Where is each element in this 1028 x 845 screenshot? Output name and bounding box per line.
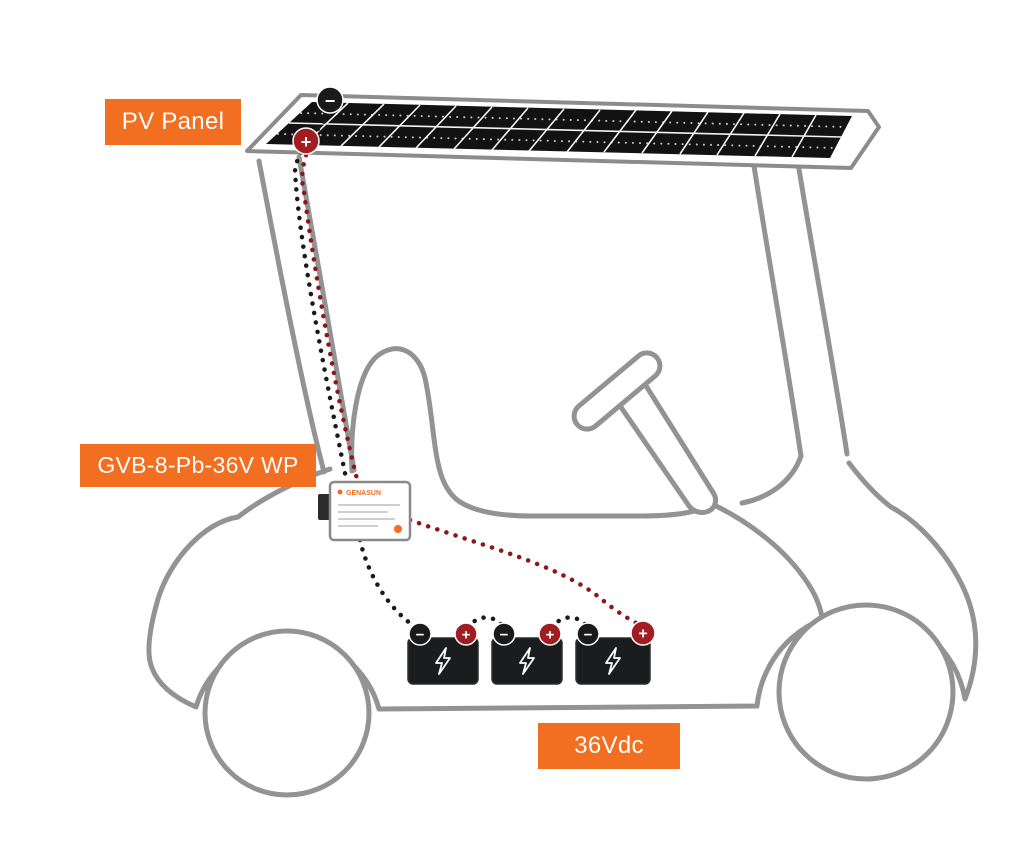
front-wheel [202, 628, 372, 798]
pv-panel-label: PV Panel [105, 99, 241, 145]
battery-minus-terminal [492, 622, 516, 646]
minus-symbol: − [416, 627, 425, 644]
battery-minus-terminal [408, 622, 432, 646]
battery-plus-terminal [538, 622, 562, 646]
negative-wire-battery [357, 537, 417, 629]
controller-logo-dot [337, 489, 343, 495]
battery-voltage-label-text: 36Vdc [574, 732, 644, 759]
minus-symbol: − [500, 627, 509, 644]
controller-brand-text: GENASUN [346, 490, 381, 497]
steering-column [571, 350, 719, 515]
battery-2: − + [491, 622, 563, 685]
plus-symbol: + [638, 626, 647, 643]
battery-minus-terminal [576, 622, 600, 646]
panel-plus-terminal: + [292, 127, 320, 155]
battery-voltage-label: 36Vdc [538, 723, 680, 769]
battery-3: − + [575, 620, 656, 685]
controller-led [394, 525, 402, 533]
pv-cell-grid [288, 102, 842, 158]
plus-symbol: + [301, 132, 312, 152]
plus-symbol: + [546, 627, 555, 644]
positive-wire-panel [300, 152, 360, 482]
rear-seat-line [739, 453, 804, 506]
controller-model-label: GVB-8-Pb-36V WP [80, 444, 316, 487]
controller-text-lines [338, 504, 400, 527]
battery-plus-terminal [630, 620, 656, 646]
cart-body [146, 460, 979, 712]
rear-roof-post [751, 160, 850, 459]
pv-panel-label-text: PV Panel [121, 108, 225, 135]
minus-symbol: − [325, 91, 336, 111]
seat [349, 346, 827, 640]
battery-plus-terminal [454, 622, 478, 646]
rear-wheel [776, 602, 956, 782]
battery-bank: − + − + − + [407, 620, 656, 685]
battery-1: − + [407, 622, 479, 685]
minus-symbol: − [584, 627, 593, 644]
steering-handle [571, 350, 663, 432]
front-roof-post [256, 154, 357, 475]
controller-model-label-text: GVB-8-Pb-36V WP [97, 452, 299, 478]
pv-cell-dots [277, 112, 848, 149]
positive-wire-battery [407, 517, 645, 629]
panel-minus-terminal: − [316, 86, 344, 114]
controller-connector [318, 494, 332, 520]
solar-panel [245, 93, 881, 170]
plus-symbol: + [462, 627, 471, 644]
charge-controller: GENASUN [318, 480, 412, 542]
